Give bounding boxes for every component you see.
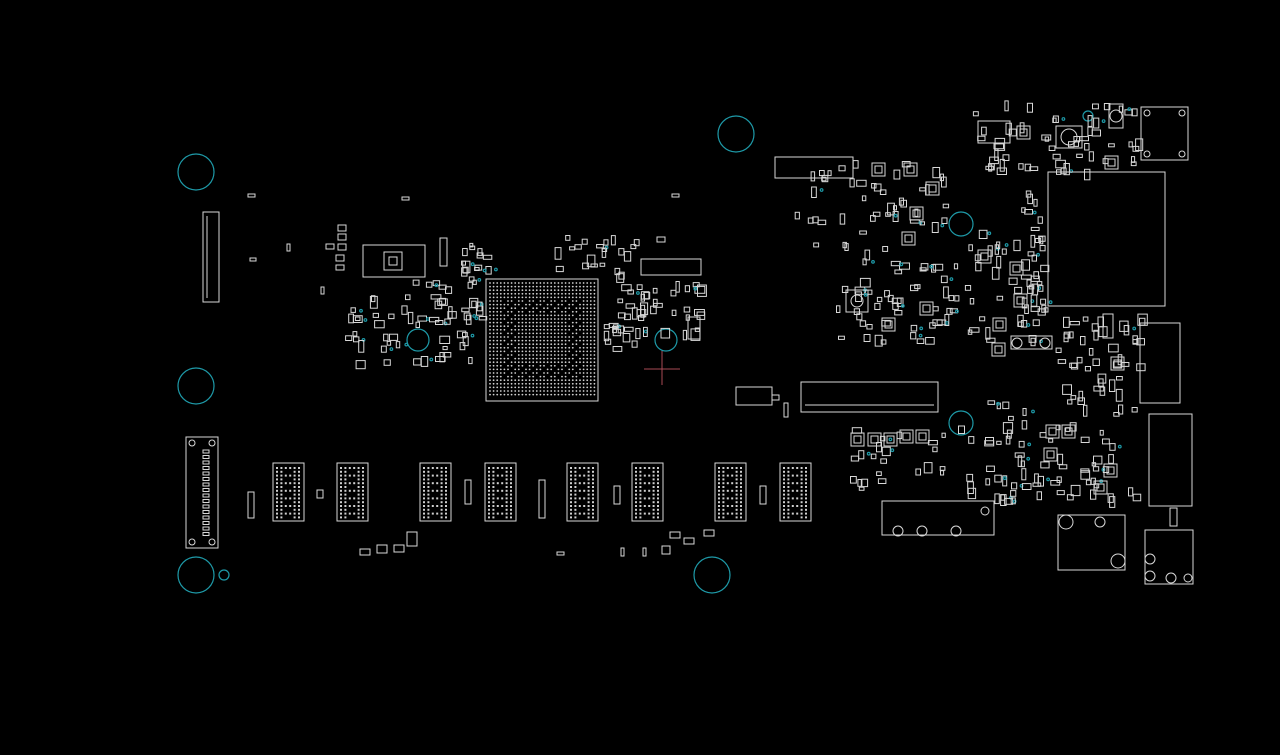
memory-chip <box>566 462 599 522</box>
memory-chip <box>779 462 812 522</box>
power-connector <box>881 500 995 536</box>
audio-port <box>1144 529 1194 585</box>
bottom-passives <box>359 479 767 557</box>
mounting-hole <box>654 328 678 352</box>
large-ic <box>1047 171 1166 307</box>
mounting-hole <box>948 211 974 237</box>
vga-port <box>1139 322 1181 404</box>
passive-component-clusters <box>345 100 1148 508</box>
center-connectors <box>735 156 939 418</box>
qfn-chip <box>362 244 426 278</box>
memory-chip <box>631 462 664 522</box>
memory-chip <box>714 462 747 522</box>
memory-chip <box>272 462 305 522</box>
display-connector <box>800 381 939 413</box>
mounting-hole <box>406 328 430 352</box>
memory-chips <box>272 462 812 522</box>
small-ic-cluster <box>325 224 448 278</box>
vertical-connector <box>202 211 220 303</box>
edge-connector-pins <box>202 449 210 536</box>
mounting-hole <box>948 410 974 436</box>
mounting-hole <box>177 153 215 191</box>
memory-chip <box>484 462 517 522</box>
bga-outline <box>485 278 599 402</box>
usb-port <box>1057 514 1126 571</box>
left-connectors <box>185 211 220 549</box>
gpu-side-connector <box>640 236 702 340</box>
rj45-port <box>1140 106 1189 161</box>
mounting-holes <box>177 110 1094 594</box>
pcie-edge-connector <box>185 436 219 549</box>
memory-chip <box>336 462 369 522</box>
memory-chip <box>419 462 452 522</box>
bga-processor <box>485 278 599 402</box>
right-side-components <box>845 103 1194 585</box>
left-passives <box>247 193 680 519</box>
hdmi-port <box>1148 413 1193 507</box>
crosshair-cursor-icon <box>644 351 680 385</box>
mounting-hole <box>717 115 755 153</box>
via-hole <box>218 569 230 581</box>
mounting-hole <box>177 367 215 405</box>
mounting-hole <box>693 556 731 594</box>
ribbon-connector <box>774 156 854 179</box>
mounting-hole <box>177 556 215 594</box>
